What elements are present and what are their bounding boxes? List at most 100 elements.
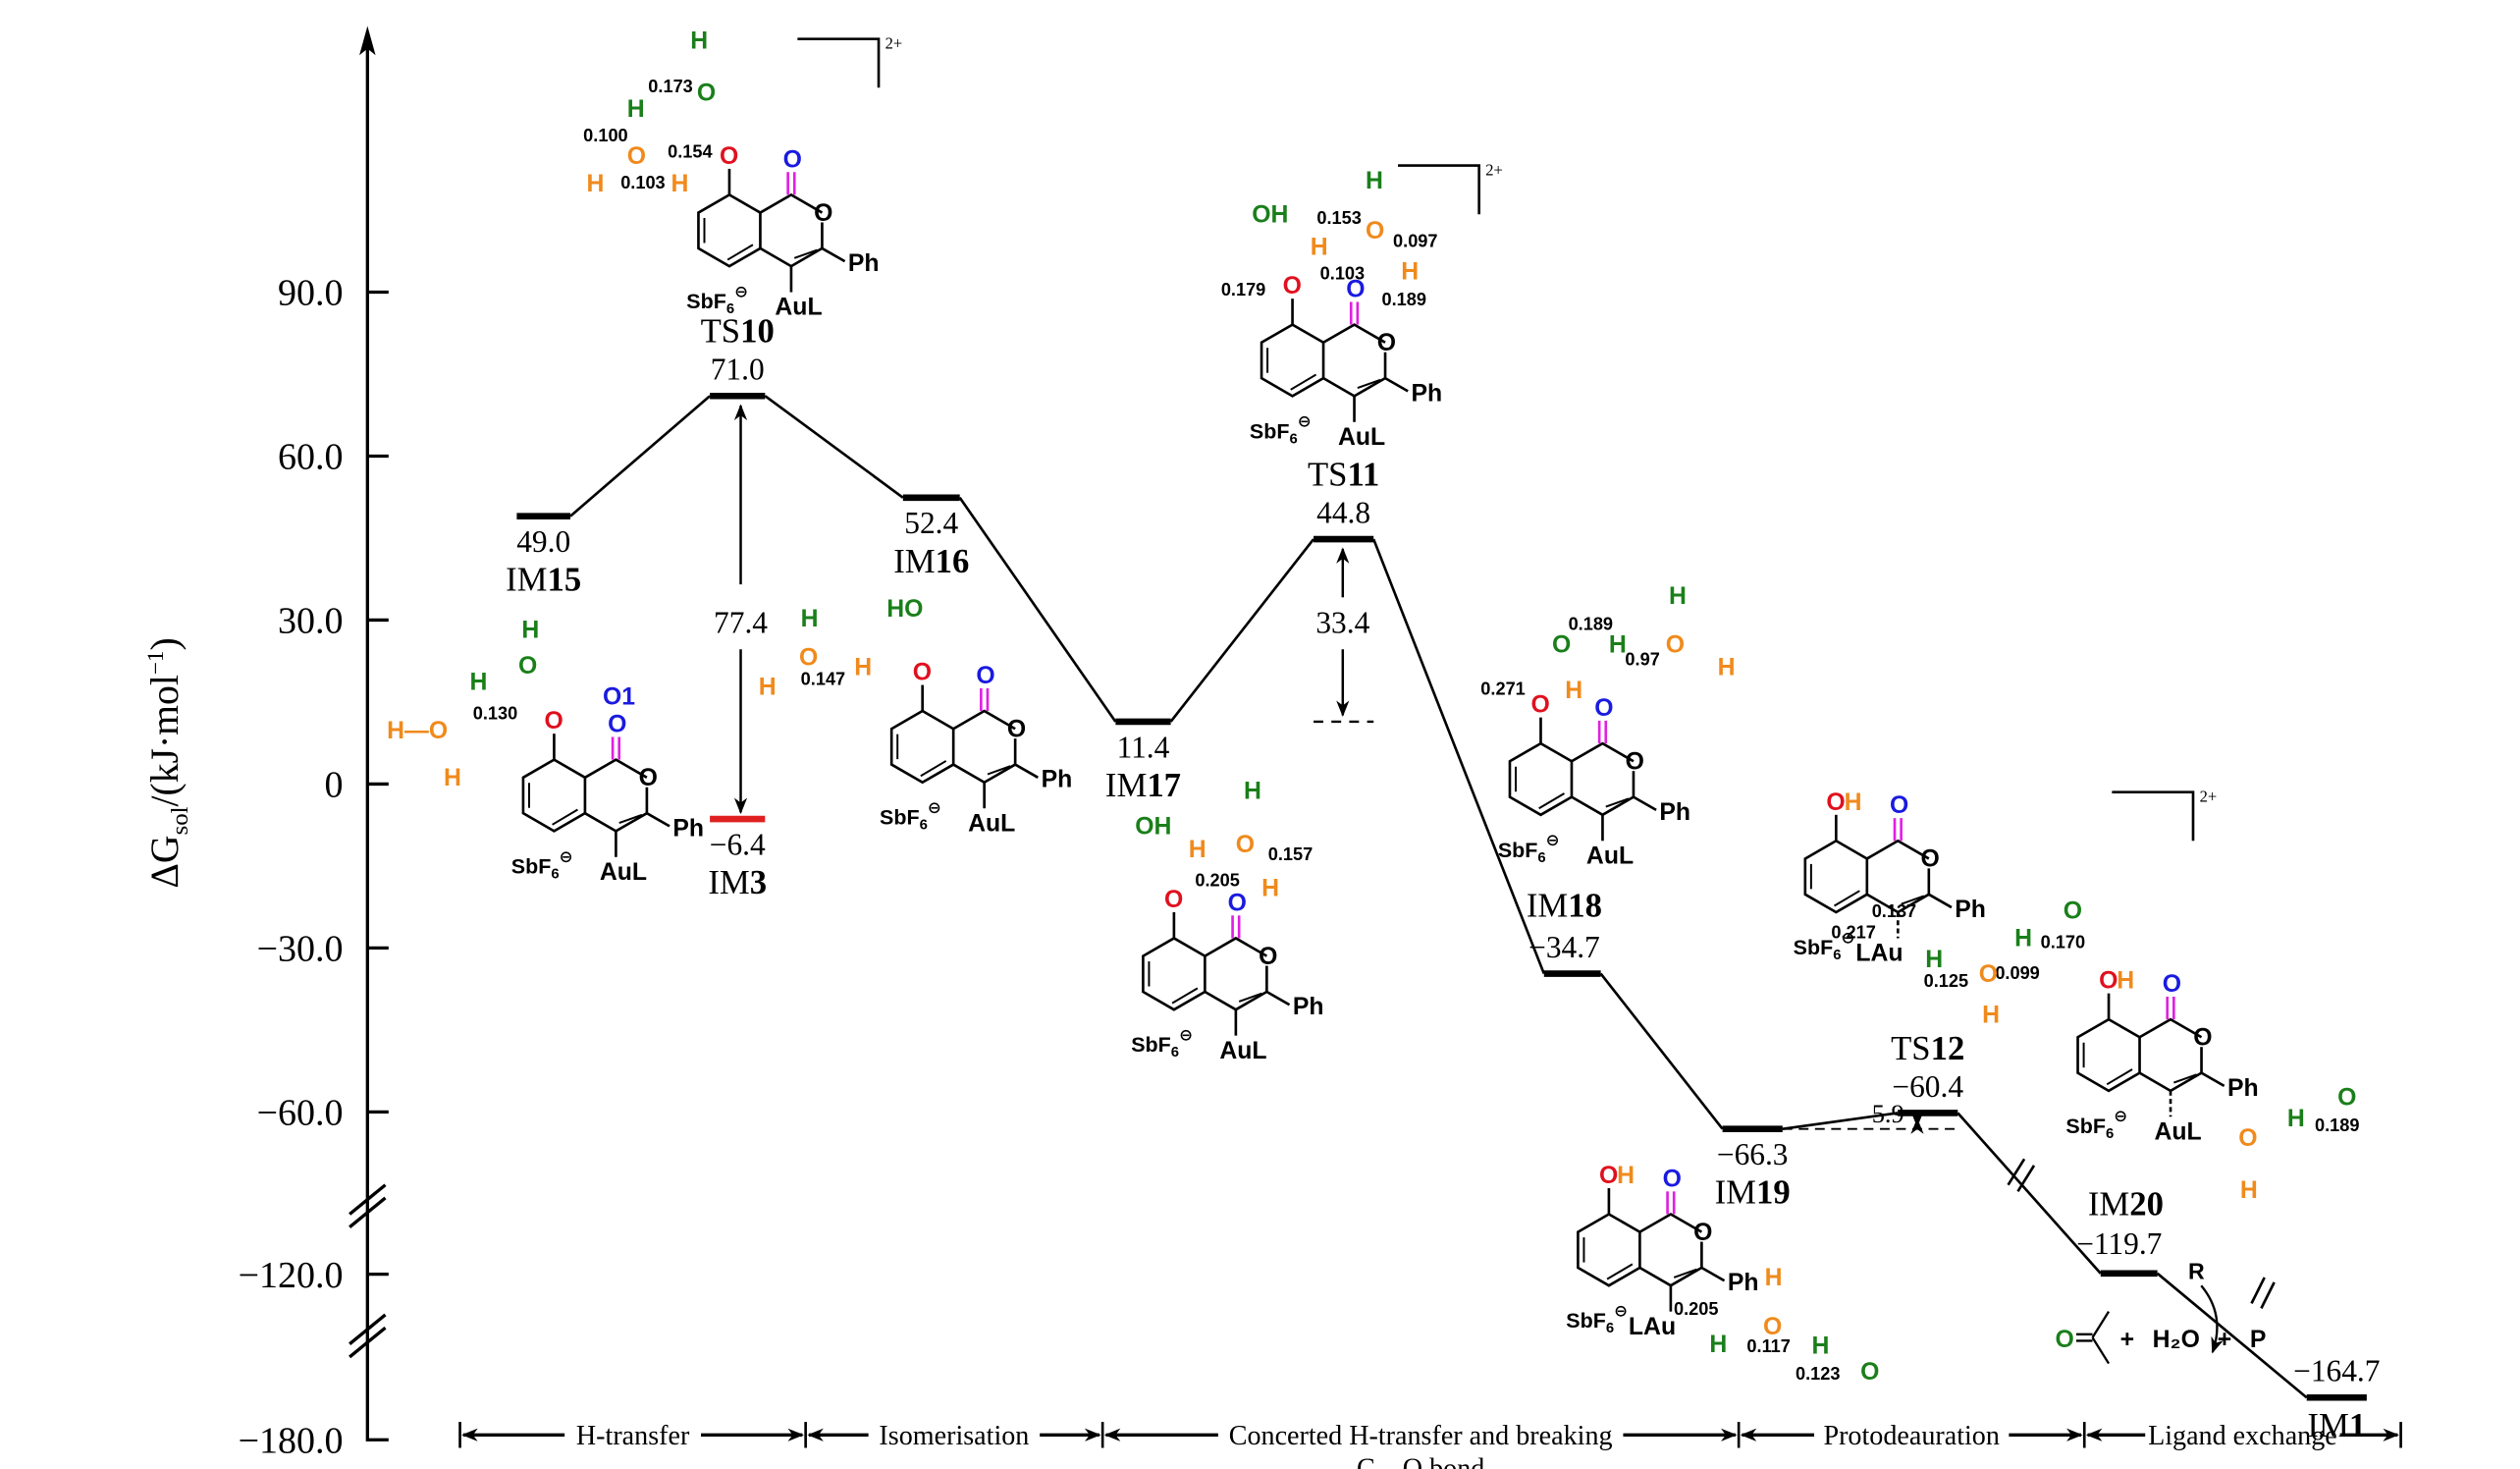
profile-break-2 xyxy=(2250,1277,2276,1309)
distance-label: 0.123 xyxy=(1796,1364,1840,1384)
svg-text:O: O xyxy=(1693,1220,1712,1246)
product-label: P xyxy=(2250,1327,2267,1353)
distance-label: 0.173 xyxy=(648,77,692,96)
phase-label: H-transfer xyxy=(576,1421,690,1451)
counterion-label: SbF6⊖ xyxy=(1131,1026,1193,1061)
level-value-im20: −119.7 xyxy=(2076,1226,2162,1261)
svg-text:O: O xyxy=(1890,792,1908,819)
distance-label: 0.099 xyxy=(1995,963,2039,983)
distance-label: 0.154 xyxy=(668,141,713,161)
svg-text:O: O xyxy=(2163,971,2181,998)
svg-text:O: O xyxy=(1346,277,1365,303)
level-value-im16: 52.4 xyxy=(904,506,958,540)
level-name-im18: IM18 xyxy=(1527,887,1602,925)
axis-break-upper xyxy=(349,1183,387,1228)
phase-label: Ligand exchange xyxy=(2148,1421,2337,1451)
counterion-label: SbF6⊖ xyxy=(880,798,941,834)
barrier-value: 77.4 xyxy=(714,606,768,640)
profile-break-1 xyxy=(2007,1158,2036,1193)
phase-label: Protodeauration xyxy=(1823,1421,1999,1451)
y-tick-label: −180.0 xyxy=(239,1420,344,1461)
counterion-label: SbF6⊖ xyxy=(1250,412,1312,448)
distance-label: 0.189 xyxy=(2315,1115,2359,1135)
y-tick-label: 60.0 xyxy=(278,437,344,478)
svg-text:H: H xyxy=(1718,655,1736,681)
level-value-im3: −6.4 xyxy=(710,827,766,861)
svg-text:O: O xyxy=(1663,1166,1682,1192)
curved-arrow-icon xyxy=(2200,1284,2224,1354)
svg-text:O: O xyxy=(1259,944,1277,970)
svg-text:H: H xyxy=(1925,947,1943,973)
connector xyxy=(1169,538,1315,723)
level-value-ts10: 71.0 xyxy=(711,353,765,387)
connector xyxy=(1957,1112,2102,1275)
phenyl-label: Ph xyxy=(1955,897,1986,923)
level-name-ts11: TS11 xyxy=(1308,456,1379,494)
barrier-value: 5.9 xyxy=(1872,1099,1904,1128)
phenyl-label: Ph xyxy=(1042,767,1073,793)
svg-text:2+: 2+ xyxy=(2200,788,2218,806)
svg-text:H: H xyxy=(801,606,819,632)
barrier-value: 33.4 xyxy=(1315,606,1369,640)
distance-label: 0.189 xyxy=(1569,614,1613,633)
gold-ligand-label: AuL xyxy=(2154,1118,2201,1145)
distance-label: 0.130 xyxy=(473,703,517,723)
svg-text:H: H xyxy=(1765,1265,1783,1291)
connector xyxy=(1599,972,1724,1130)
y-axis-label: ΔGsol/(kJ·mol−1) xyxy=(143,637,193,888)
y-tick-label: 0 xyxy=(325,765,344,806)
svg-text:O: O xyxy=(913,660,932,686)
svg-text:H: H xyxy=(1366,168,1383,194)
svg-text:O: O xyxy=(545,708,563,734)
svg-text:O: O xyxy=(697,80,716,106)
svg-text:O: O xyxy=(1007,716,1026,742)
svg-text:O: O xyxy=(1666,632,1685,659)
phenyl-label: Ph xyxy=(672,815,704,842)
level-name-im16: IM16 xyxy=(893,542,969,580)
phenyl-label: Ph xyxy=(1659,799,1690,826)
svg-text:O1: O1 xyxy=(603,683,635,710)
svg-text:H: H xyxy=(1609,632,1627,659)
svg-text:H: H xyxy=(1812,1333,1830,1360)
phase-0: H-transfer xyxy=(461,1421,804,1451)
phase-label-line2: C—O bond xyxy=(1357,1453,1484,1469)
distance-label: 0.147 xyxy=(801,670,845,689)
level-value-im18: −34.7 xyxy=(1528,930,1600,964)
svg-text:O: O xyxy=(1228,890,1247,916)
svg-text:O: O xyxy=(2099,968,2118,995)
levels: 49.0IM1571.0TS1052.4IM1611.4IM1744.8TS11… xyxy=(506,312,2380,1444)
svg-text:OH: OH xyxy=(1135,814,1171,841)
y-tick-label: 90.0 xyxy=(278,273,344,314)
connector xyxy=(1782,1112,1899,1130)
svg-text:O: O xyxy=(1531,692,1550,719)
counterion-label: SbF6⊖ xyxy=(1794,928,1855,963)
distance-label: 0.117 xyxy=(1746,1336,1790,1356)
phase-3: Protodeauration xyxy=(1740,1421,2083,1451)
svg-text:O: O xyxy=(799,645,818,672)
svg-text:H: H xyxy=(1261,875,1279,901)
svg-text:2+: 2+ xyxy=(1485,161,1503,180)
svg-text:H: H xyxy=(670,171,688,197)
svg-text:H: H xyxy=(1401,258,1419,285)
gold-ligand-label: AuL xyxy=(1338,424,1385,451)
svg-text:H: H xyxy=(469,670,487,696)
distance-label: 0.153 xyxy=(1316,208,1361,228)
svg-text:O: O xyxy=(518,653,537,680)
svg-text:OH: OH xyxy=(1252,201,1288,228)
level-value-im19: −66.3 xyxy=(1717,1137,1789,1171)
svg-text:H—O: H—O xyxy=(387,718,448,744)
phase-4: Ligand exchange xyxy=(2085,1421,2399,1451)
svg-text:+: + xyxy=(2218,1327,2231,1353)
svg-text:O: O xyxy=(1164,887,1183,913)
level-value-im15: 49.0 xyxy=(516,524,570,559)
connector xyxy=(569,395,711,517)
svg-text:H: H xyxy=(521,618,539,644)
